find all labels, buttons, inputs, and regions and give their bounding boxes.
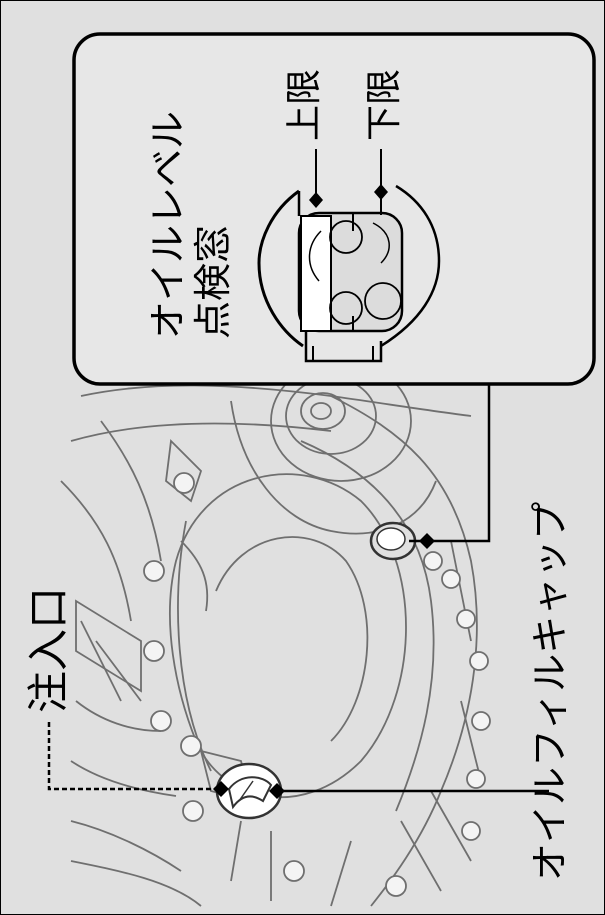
inspection-window-inset: 上限 下限 オイルレベル 点検窓 [72,32,596,386]
oil-filler-cap-marker [269,783,285,799]
inspection-window-label-line2: 点検窓 [191,225,235,339]
bolt [441,569,461,589]
engine-illustration [60,360,482,907]
bolt [180,735,202,757]
bolt [143,640,165,662]
bolt [471,711,491,731]
inset-box [72,32,596,386]
lower-limit-label: 下限 [364,69,405,141]
bolt [456,609,476,629]
oil-filler-cap-label: オイルフィルキャップ [528,502,572,881]
upper-limit-marker [309,192,323,208]
upper-limit-label: 上限 [284,69,325,141]
inspection-window-label-line1: オイルレベル [146,111,190,339]
bolt [143,560,165,582]
bolt [461,821,481,841]
bolt [466,769,486,789]
fill-port-leader [47,719,219,791]
bolt [173,472,195,494]
lower-limit-marker [374,184,388,200]
bolt [469,651,489,671]
bolt [283,860,305,882]
oil-level-window-on-engine [369,521,417,561]
oil-filler-cap [215,762,283,820]
engine-bolts [143,472,491,897]
fill-port-label: 注入口 [24,587,73,713]
bolt [423,551,443,571]
bolt [182,800,204,822]
bolt [385,875,407,897]
inspection-window-marker [419,533,435,549]
level-gauge-icon [257,184,441,363]
fill-port-marker [213,781,229,797]
bolt [150,710,172,732]
inspection-window-leader [409,384,491,543]
